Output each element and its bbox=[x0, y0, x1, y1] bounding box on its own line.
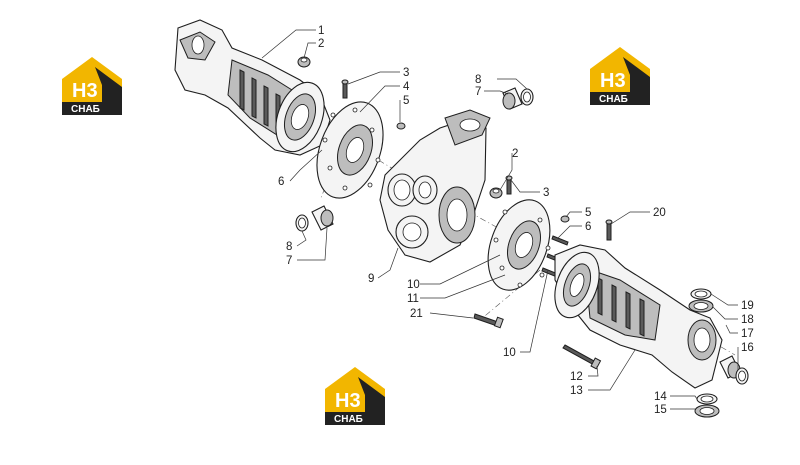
logo-mark: H3 bbox=[600, 70, 626, 92]
logo-roof-dark bbox=[623, 57, 650, 103]
bolt-short bbox=[473, 313, 504, 329]
watermark-logo-bottom: H3 СНАБ bbox=[325, 367, 385, 425]
callout-labels: 1 2 3 4 5 6 8 7 9 8 7 2 3 5 6 20 10 11 2… bbox=[278, 25, 754, 416]
ring-left bbox=[295, 214, 309, 232]
callout-14: 14 bbox=[654, 391, 667, 403]
pin-lower bbox=[560, 215, 570, 223]
logo-caption-bar bbox=[590, 92, 650, 105]
callout-2b: 2 bbox=[512, 148, 518, 160]
callout-11: 11 bbox=[407, 293, 419, 305]
plug-lower bbox=[489, 187, 503, 199]
ring-right bbox=[735, 367, 749, 385]
callout-16: 16 bbox=[741, 342, 754, 354]
logo-caption-bar bbox=[325, 412, 385, 425]
seal-upper bbox=[688, 299, 714, 313]
bushing-upper bbox=[502, 87, 523, 110]
callout-3b: 3 bbox=[543, 187, 549, 199]
bushing-left bbox=[311, 205, 334, 231]
callout-20: 20 bbox=[653, 207, 666, 219]
callout-2: 2 bbox=[318, 38, 324, 50]
logo-caption: СНАБ bbox=[71, 104, 100, 115]
callout-5b: 5 bbox=[585, 207, 591, 219]
callout-5: 5 bbox=[403, 95, 409, 107]
watermark-logo-left: H3 СНАБ bbox=[62, 57, 122, 115]
logo-caption: СНАБ bbox=[599, 94, 628, 105]
callout-21: 21 bbox=[410, 308, 423, 320]
callout-17: 17 bbox=[741, 328, 754, 340]
seal-lower bbox=[694, 404, 720, 418]
callout-18: 18 bbox=[741, 314, 754, 326]
ring-upper bbox=[520, 88, 534, 106]
callout-4: 4 bbox=[403, 81, 410, 93]
logo-caption: СНАБ bbox=[334, 414, 363, 425]
logo-roof-dark bbox=[95, 67, 122, 113]
callout-3: 3 bbox=[403, 67, 409, 79]
callout-8: 8 bbox=[286, 241, 292, 253]
pin-upper bbox=[396, 122, 406, 130]
right-flange-cover bbox=[487, 199, 551, 291]
stud-right bbox=[605, 219, 613, 241]
central-carrier bbox=[379, 109, 491, 263]
callout-6: 6 bbox=[278, 176, 284, 188]
bearing-ring-upper bbox=[690, 288, 712, 300]
callout-6b: 6 bbox=[585, 221, 591, 233]
callout-15: 15 bbox=[654, 404, 667, 416]
callout-9: 9 bbox=[368, 273, 374, 285]
callout-12: 12 bbox=[570, 371, 583, 383]
leader-lines bbox=[261, 29, 739, 410]
stud-upper bbox=[341, 79, 349, 99]
callout-7b: 7 bbox=[475, 86, 481, 98]
callout-8b: 8 bbox=[475, 74, 481, 86]
bearing-ring-lower bbox=[696, 393, 718, 405]
logo-mark: H3 bbox=[72, 80, 98, 102]
bolt-long bbox=[562, 344, 602, 370]
callout-1: 1 bbox=[318, 25, 324, 37]
callout-7: 7 bbox=[286, 255, 292, 267]
left-flange-cover bbox=[316, 101, 384, 199]
plug-upper bbox=[297, 56, 311, 68]
callout-19: 19 bbox=[741, 300, 754, 312]
callout-13: 13 bbox=[570, 385, 583, 397]
logo-caption-bar bbox=[62, 102, 122, 115]
left-axle-housing bbox=[174, 19, 331, 156]
right-axle-housing bbox=[554, 244, 723, 389]
watermark-logo-right: H3 СНАБ bbox=[590, 47, 650, 105]
logo-mark: H3 bbox=[335, 390, 361, 412]
callout-10: 10 bbox=[407, 279, 420, 291]
callout-10b: 10 bbox=[503, 347, 516, 359]
logo-roof-dark bbox=[358, 377, 385, 423]
